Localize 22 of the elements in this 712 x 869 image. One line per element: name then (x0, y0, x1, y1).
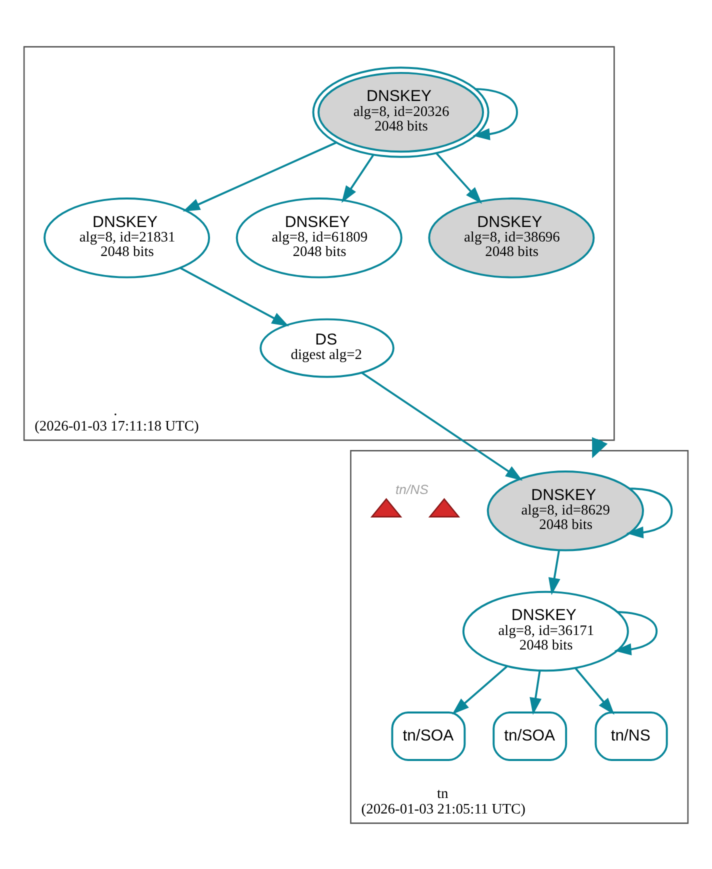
node-triangle (428, 498, 460, 517)
node-ellipse: DNSKEY alg=8, id=36171 2048 bits (462, 590, 629, 672)
arrow (452, 664, 508, 714)
arrow (548, 549, 560, 595)
arrow (574, 666, 614, 714)
node-box: tn/SOA (492, 711, 568, 760)
arrow (530, 670, 542, 714)
node-triangle (370, 498, 402, 517)
arrow (614, 610, 658, 655)
arrow (182, 141, 337, 211)
node-box: tn/SOA (391, 711, 466, 760)
node-ellipse: DNSKEY alg=8, id=38696 2048 bits (428, 197, 595, 278)
arrow (179, 266, 289, 326)
arrow (342, 154, 374, 202)
node-ellipse: DNSKEY alg=8, id=61809 2048 bits (236, 197, 402, 278)
arrow (436, 152, 482, 204)
arrow (472, 88, 518, 140)
arrow (626, 487, 673, 538)
node-ellipse: DS digest alg=2 (260, 318, 394, 378)
node-box: tn/NS (594, 711, 668, 760)
arrow (361, 371, 523, 480)
node-label: tn/NS (396, 481, 428, 496)
